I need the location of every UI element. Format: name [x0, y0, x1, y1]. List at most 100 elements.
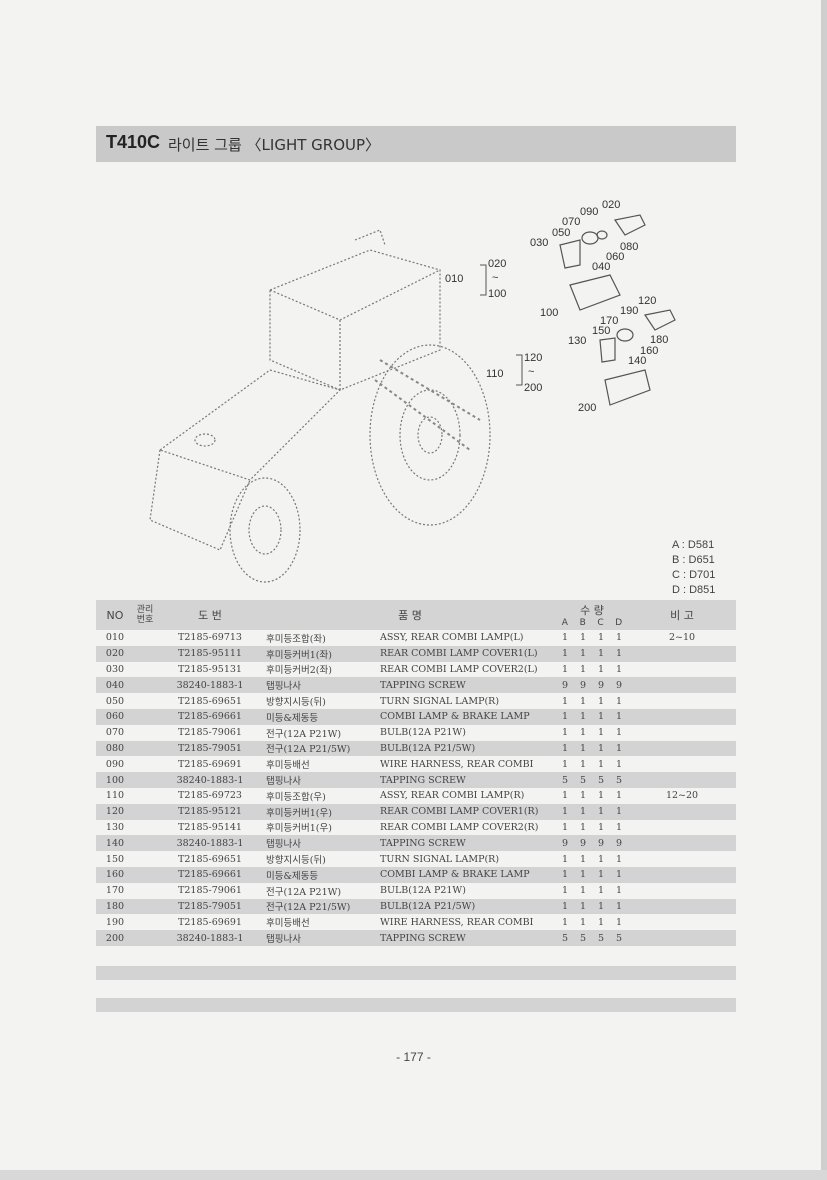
model-legend: A : D581 B : D651 C : D701 D : D851 [672, 538, 715, 598]
cell-c: 5 [592, 930, 610, 946]
cell-mgmt [134, 820, 156, 836]
callout-080: 080 [620, 241, 638, 253]
cell-mgmt [134, 693, 156, 709]
cell-d: 5 [610, 772, 629, 788]
cell-remark [628, 820, 736, 836]
cell-remark [628, 803, 737, 820]
table-filler-row-2 [96, 998, 736, 1012]
callout-100: 100 [540, 307, 558, 319]
cell-b: 1 [579, 790, 587, 802]
cell-kr: 후미등커버1(우) [264, 803, 378, 820]
header-name: 품 명 [264, 600, 556, 630]
cell-b: 5 [574, 930, 592, 946]
cell-part: T2185-79051 [156, 740, 264, 757]
cell-part: T2185-79051 [156, 898, 264, 915]
callout-090: 090 [580, 206, 598, 218]
cell-a: 1 [561, 695, 569, 707]
cell-remark [628, 930, 737, 946]
range-sep: ~ [492, 272, 498, 284]
cell-b: 1 [574, 866, 592, 883]
cell-kr: 탭핑나사 [264, 835, 378, 852]
range-end-100: 100 [488, 288, 506, 300]
cell-mgmt [134, 645, 156, 662]
cell-c: 5 [592, 772, 610, 788]
cell-b: 1 [579, 727, 587, 739]
cell-mgmt [134, 725, 156, 741]
cell-mgmt [134, 677, 156, 694]
cell-c: 1 [597, 727, 605, 739]
cell-d: 1 [610, 898, 629, 915]
cell-b: 1 [579, 916, 587, 928]
cell-d: 1 [615, 632, 623, 644]
callout-130: 130 [568, 335, 586, 347]
cell-no: 090 [105, 758, 125, 770]
cell-kr: 탭핑나사 [264, 930, 378, 946]
cell-kr: 전구(12A P21W) [266, 728, 342, 740]
cell-b: 1 [579, 821, 587, 833]
cell-remark [628, 708, 737, 725]
cell-a: 1 [561, 916, 569, 928]
header-remarks: 비 고 [628, 600, 737, 630]
cell-b: 1 [579, 632, 587, 644]
header-mgmt: 관리 번호 [134, 600, 156, 630]
model-c: C : D701 [672, 569, 716, 581]
cell-c: 1 [597, 885, 605, 897]
cell-mgmt [134, 756, 156, 772]
cell-kr: 방향지시등(뒤) [266, 697, 326, 709]
header-qty: 수 량 A B C D [556, 600, 629, 630]
cell-remark [628, 883, 736, 899]
callout-040: 040 [592, 261, 610, 273]
cell-d: 1 [610, 803, 629, 820]
cell-no: 150 [105, 853, 125, 865]
cell-b: 1 [574, 740, 592, 757]
cell-remark: 2~10 [668, 632, 696, 644]
cell-b: 1 [574, 803, 592, 820]
title-model: T410C [106, 132, 161, 152]
model-d: D : D851 [672, 584, 716, 596]
cell-b: 1 [574, 898, 592, 915]
tractor-illustration: 010 020 ~ 100 110 120 ~ 200 020 090 070 … [149, 199, 676, 583]
cell-a: 9 [556, 835, 574, 852]
cell-a: 9 [556, 677, 574, 694]
callout-020: 020 [602, 199, 620, 211]
cell-remark [628, 866, 737, 883]
cell-no: 120 [96, 803, 134, 820]
cell-no: 080 [96, 740, 134, 757]
cell-part: T2185-79061 [178, 727, 242, 739]
cell-en: BULB(12A P21/5W) [378, 898, 556, 915]
cell-kr: 미등&제동등 [264, 866, 378, 883]
cell-a: 1 [561, 727, 569, 739]
range-start-020: 020 [488, 258, 506, 270]
cell-en: TAPPING SCREW [378, 835, 556, 852]
cell-c: 1 [592, 708, 610, 725]
group-label-010: 010 [445, 273, 463, 285]
cell-no: 050 [105, 695, 125, 707]
cell-en: ASSY, REAR COMBI LAMP(R) [380, 790, 525, 802]
cell-en: TAPPING SCREW [378, 772, 556, 788]
cell-mgmt [134, 708, 156, 725]
cell-c: 1 [597, 790, 605, 802]
cell-d: 1 [610, 866, 629, 883]
callout-060: 060 [606, 251, 624, 263]
cell-remark [628, 835, 737, 852]
cell-en: TAPPING SCREW [378, 930, 556, 946]
cell-b: 1 [574, 645, 592, 662]
cell-c: 1 [592, 740, 610, 757]
cell-mgmt [134, 866, 156, 883]
cell-en: WIRE HARNESS, REAR COMBI [380, 916, 534, 928]
cell-remark [628, 772, 737, 788]
cell-c: 9 [592, 835, 610, 852]
cell-kr: 탭핑나사 [264, 772, 378, 788]
cell-mgmt [134, 772, 156, 788]
parts-diagram: 010 020 ~ 100 110 120 ~ 200 020 090 070 … [140, 190, 700, 590]
cell-b: 9 [574, 835, 592, 852]
cell-no: 020 [96, 645, 134, 662]
cell-no: 030 [105, 663, 125, 675]
